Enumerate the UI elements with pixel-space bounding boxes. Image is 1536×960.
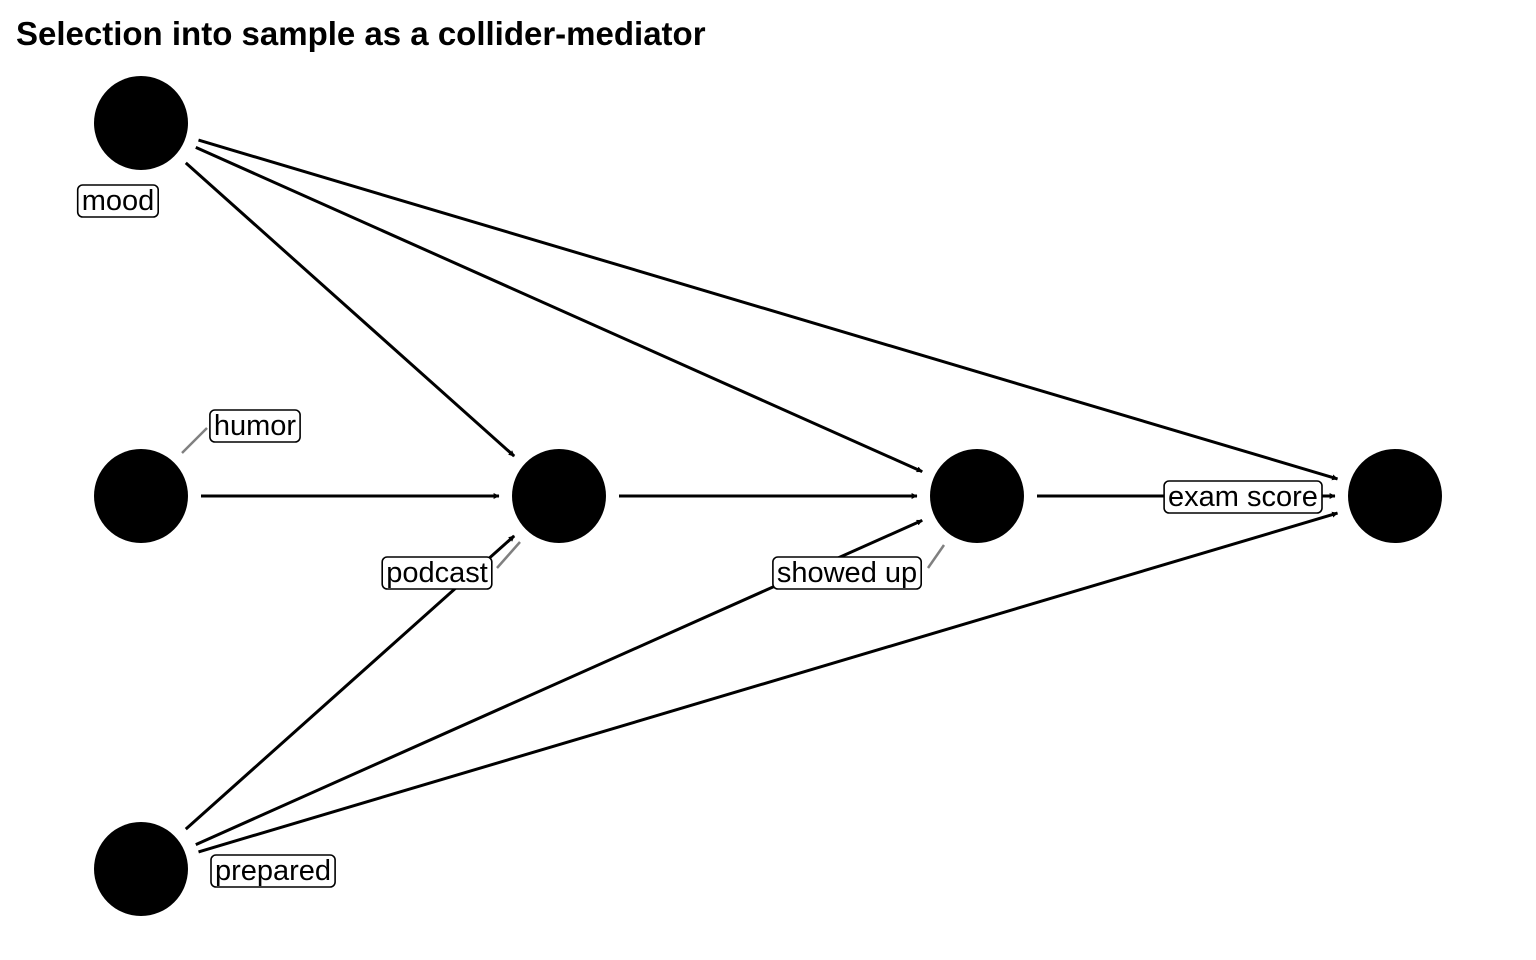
leader-line-podcast — [496, 541, 521, 569]
label-text-humor: humor — [214, 410, 297, 442]
edge-mood-to-exam-score — [198, 138, 1339, 481]
label-box-mood — [76, 184, 159, 218]
label-box-humor — [209, 409, 301, 443]
node-showed-up — [930, 449, 1024, 543]
label-box-podcast — [381, 556, 493, 590]
edge-mood-to-podcast — [184, 161, 516, 458]
edge-mood-to-showed-up — [195, 146, 923, 473]
label-text-podcast: podcast — [386, 557, 488, 589]
edges-layer — [184, 138, 1339, 854]
leader-line-humor — [181, 427, 208, 454]
label-text-mood: mood — [82, 185, 155, 217]
label-text-exam-score: exam score — [1168, 481, 1318, 513]
label-showed-up: showed up — [772, 544, 946, 590]
label-text-showed-up: showed up — [777, 557, 917, 589]
labels-layer: mood humor prepared podcast showed up exam sc… — [76, 184, 1323, 888]
label-text-prepared: prepared — [215, 855, 331, 887]
node-mood — [94, 76, 188, 170]
edge-prepared-to-exam-score — [198, 511, 1339, 854]
label-box-showed-up — [772, 556, 923, 590]
label-humor: humor — [181, 409, 301, 454]
label-podcast: podcast — [381, 541, 521, 590]
leader-line-showed-up — [926, 544, 946, 569]
label-prepared: prepared — [210, 854, 336, 888]
nodes-layer — [94, 76, 1442, 916]
node-humor — [94, 449, 188, 543]
node-exam-score — [1348, 449, 1442, 543]
label-box-exam-score — [1163, 480, 1323, 514]
node-podcast — [512, 449, 606, 543]
node-prepared — [94, 822, 188, 916]
label-exam-score: exam score — [1163, 480, 1323, 514]
figure-title: Selection into sample as a collider-medi… — [16, 15, 706, 52]
label-box-prepared — [210, 854, 336, 888]
label-mood: mood — [76, 184, 159, 218]
